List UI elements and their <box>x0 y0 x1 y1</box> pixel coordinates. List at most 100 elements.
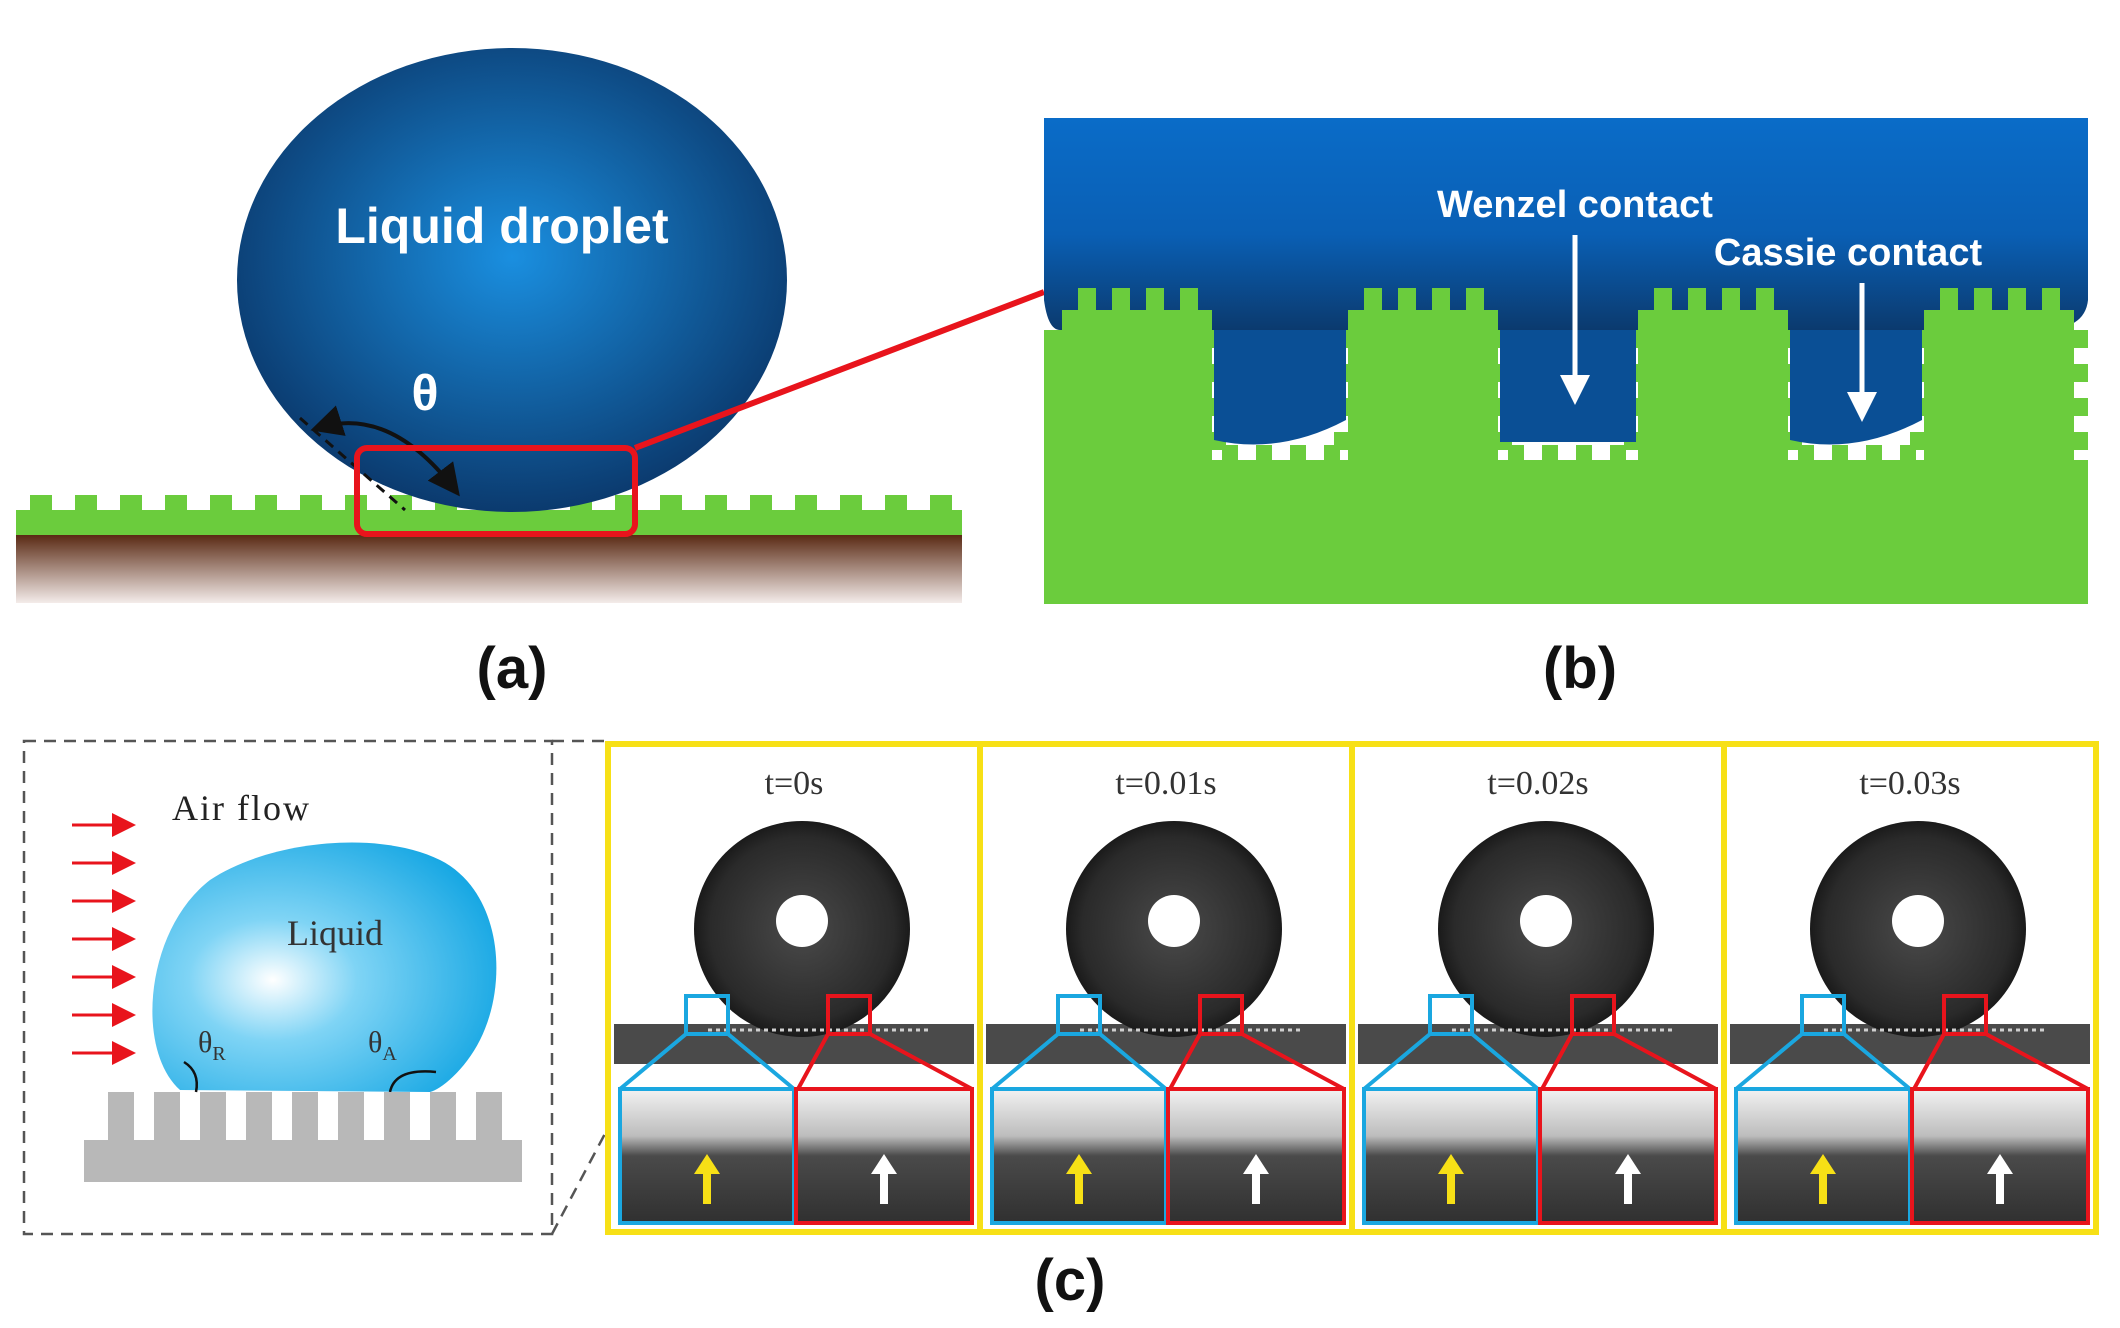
white-arrow <box>871 1154 897 1204</box>
cyan-select-box <box>1056 994 1102 1036</box>
receding-angle-arc <box>183 1060 198 1093</box>
gap-tooth <box>1576 445 1592 461</box>
cyan-zoom-lines <box>1362 1032 1540 1091</box>
pillar <box>705 495 727 511</box>
time-label: t=0.02s <box>1487 765 1588 802</box>
red-select-box <box>826 994 872 1036</box>
yellow-arrow <box>1438 1154 1464 1204</box>
grey-pillar <box>384 1092 410 1142</box>
pillar <box>120 495 142 511</box>
gap-tooth <box>1324 445 1340 461</box>
nano-tooth <box>1466 288 1484 312</box>
edge-fill <box>1044 330 1062 465</box>
liquid-droplet <box>237 48 787 512</box>
time-label: t=0.01s <box>1115 765 1216 802</box>
advancing-angle-arc <box>388 1070 437 1093</box>
gap-tooth <box>1290 445 1306 461</box>
pillar <box>795 495 817 511</box>
caption-c: (c) <box>1035 1248 1106 1313</box>
red-zoom-lines <box>1912 1032 2089 1091</box>
grey-pillar <box>108 1092 134 1142</box>
yellow-arrow <box>694 1154 720 1204</box>
cyan-zoom-lines <box>618 1032 796 1091</box>
pillar <box>210 495 232 511</box>
nano-tooth <box>1398 288 1416 312</box>
cassie-meniscus <box>1790 330 1922 445</box>
gap-tooth <box>1866 445 1882 461</box>
frame-3: t=0.03s <box>1721 744 2090 1232</box>
liquid-label: Liquid <box>287 913 383 953</box>
nano-tooth <box>1180 288 1198 312</box>
zoom-connector-line <box>633 289 1046 451</box>
white-arrow <box>1987 1154 2013 1204</box>
gap-band <box>1358 1064 1718 1074</box>
nano-tooth <box>1654 288 1672 312</box>
grey-substrate <box>84 1140 522 1182</box>
droplet-highlight <box>1892 895 1944 947</box>
red-zoom-lines <box>796 1032 973 1091</box>
droplet-label: Liquid droplet <box>335 198 669 254</box>
grey-pillar <box>154 1092 180 1142</box>
nano-tooth <box>1940 288 1958 312</box>
gap-band <box>614 1064 974 1074</box>
nano-tooth <box>2042 288 2060 312</box>
grey-pillar <box>430 1092 456 1142</box>
micro-pillar <box>1348 310 1498 470</box>
schematic-frame <box>22 739 554 1236</box>
nano-tooth <box>1112 288 1130 312</box>
yellow-arrow <box>1810 1154 1836 1204</box>
cyan-select-box <box>1800 994 1846 1036</box>
theta-label: θ <box>411 365 438 421</box>
nano-tooth <box>1078 288 1096 312</box>
nano-tooth <box>1364 288 1382 312</box>
pillar <box>300 495 322 511</box>
pillar <box>165 495 187 511</box>
micro-pillar <box>1062 310 1212 470</box>
substrate-green-base <box>16 510 962 535</box>
grey-pillar <box>292 1092 318 1142</box>
droplet-highlight <box>1148 895 1200 947</box>
cyan-zoom-lines <box>990 1032 1168 1091</box>
green-substrate-b <box>1044 460 2088 604</box>
gap-band <box>986 1064 1346 1074</box>
pillar <box>30 495 52 511</box>
surface-pillars-c <box>84 1092 522 1182</box>
micro-pillar <box>1638 310 1788 470</box>
liquid-drop-c <box>152 842 497 1092</box>
droplet-highlight <box>776 895 828 947</box>
white-arrow <box>1243 1154 1269 1204</box>
gap-tooth <box>1222 445 1238 461</box>
gap-tooth <box>1256 445 1272 461</box>
frame-2: t=0.02s <box>1349 744 1718 1232</box>
side-tooth <box>2072 398 2088 416</box>
nano-tooth <box>1688 288 1706 312</box>
gap-tooth <box>1542 445 1558 461</box>
grey-pillar <box>200 1092 226 1142</box>
nano-tooth <box>1146 288 1164 312</box>
contact-angle-arrow <box>310 405 460 497</box>
nano-tooth <box>1756 288 1774 312</box>
wenzel-label: Wenzel contact <box>1437 184 1713 226</box>
pillar <box>255 495 277 511</box>
grey-pillar <box>246 1092 272 1142</box>
caption-b: (b) <box>1543 636 1617 701</box>
side-tooth <box>2072 432 2088 450</box>
gap-tooth <box>1798 445 1814 461</box>
red-zoom-lines <box>1540 1032 1717 1091</box>
nano-tooth <box>1974 288 1992 312</box>
cyan-select-box <box>684 994 730 1036</box>
side-tooth <box>2072 364 2088 382</box>
air-flow-label: Air flow <box>172 788 311 828</box>
wenzel-arrow <box>1560 235 1590 405</box>
grey-pillar <box>476 1092 502 1142</box>
white-arrow <box>1615 1154 1641 1204</box>
liquid-layer <box>1044 118 2088 330</box>
time-label: t=0.03s <box>1859 765 1960 802</box>
soil-substrate <box>16 535 962 603</box>
nano-tooth <box>2008 288 2026 312</box>
liquid-penetration <box>1214 330 1922 445</box>
panel-b: Wenzel contact Cassie contact (b) <box>1044 118 2088 701</box>
cassie-arrow <box>1847 283 1877 422</box>
cyan-zoom-lines <box>1734 1032 1912 1091</box>
